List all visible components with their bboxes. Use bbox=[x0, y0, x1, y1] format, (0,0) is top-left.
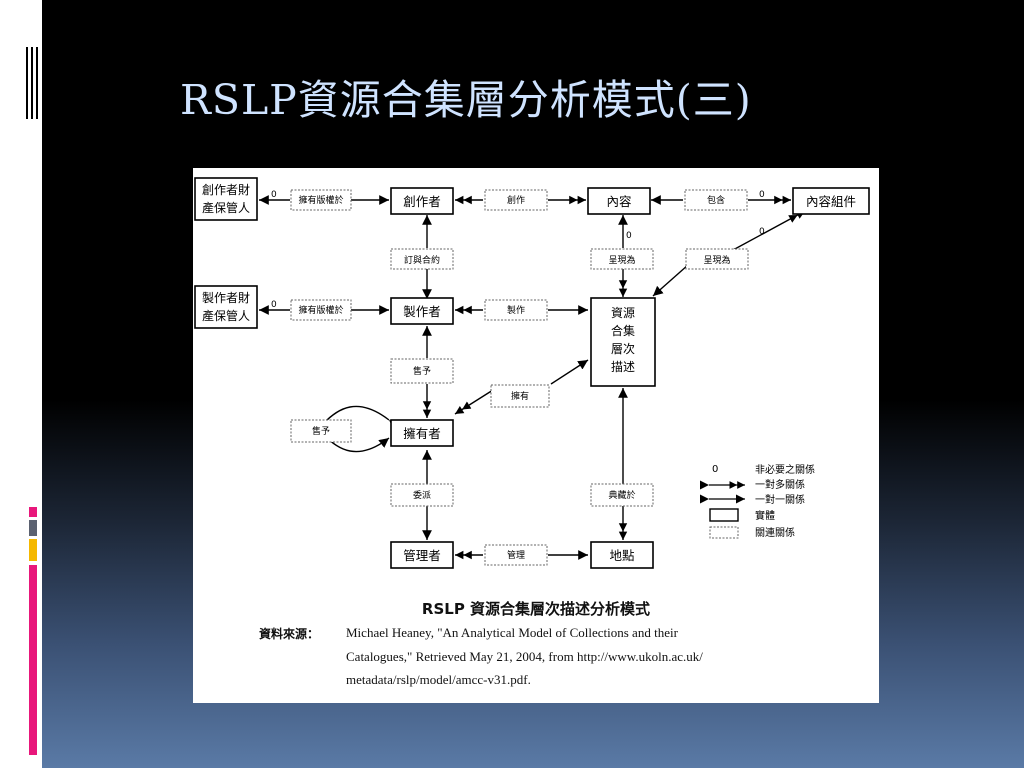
zero-marker: 0 bbox=[271, 300, 277, 310]
entity-producer-property-manager: 製作者財產保管人 bbox=[201, 291, 250, 323]
legend-relation: 關連關係 bbox=[755, 526, 795, 539]
entity-content: 內容 bbox=[606, 194, 631, 209]
legend-one-to-many: 一對多關係 bbox=[755, 478, 805, 491]
deco-bars-top bbox=[26, 47, 40, 119]
entity-owner: 擁有者 bbox=[403, 426, 441, 441]
deco-bar-pink-small bbox=[29, 507, 37, 517]
entity-resource-description: 資源合集層次描述 bbox=[610, 306, 635, 374]
zero-marker: 0 bbox=[626, 231, 632, 241]
relation-delegate: 委派 bbox=[413, 489, 431, 501]
legend-zero-symbol: 0 bbox=[712, 464, 718, 475]
relation-copyright-holder-2: 擁有版權於 bbox=[298, 304, 343, 316]
relation-own: 擁有 bbox=[511, 390, 529, 402]
relation-sell-2: 售予 bbox=[312, 425, 330, 437]
relation-presented-as-1: 呈現為 bbox=[608, 254, 635, 266]
source-line-3: metadata/rslp/model/amcc-v31.pdf. bbox=[346, 672, 531, 687]
legend-optional: 非必要之關係 bbox=[755, 463, 815, 476]
legend-entity: 實體 bbox=[755, 509, 775, 522]
deco-bar-pink-long bbox=[29, 565, 37, 755]
entity-producer: 製作者 bbox=[403, 304, 441, 319]
relation-produce: 製作 bbox=[507, 304, 525, 316]
zero-marker: 0 bbox=[759, 227, 765, 237]
source-line-1: Michael Heaney, "An Analytical Model of … bbox=[346, 625, 678, 640]
entity-creator-property-manager: 創作者財產保管人 bbox=[201, 183, 250, 215]
zero-marker: 0 bbox=[271, 190, 277, 200]
entity-manager: 管理者 bbox=[403, 548, 441, 563]
relation-copyright-holder-1: 擁有版權於 bbox=[298, 194, 343, 206]
relation-held-at: 典藏於 bbox=[608, 489, 635, 501]
diagram-figure: 0 0 0 0 0 bbox=[193, 168, 879, 703]
relation-contract: 訂與合約 bbox=[404, 254, 440, 266]
legend: 0 非必要之關係 一對多關係 一對一關係 實體 關連關係 bbox=[699, 463, 815, 539]
relation-contains: 包含 bbox=[707, 194, 725, 206]
entity-creator: 創作者 bbox=[403, 194, 441, 209]
source-label: 資料來源： bbox=[259, 627, 320, 641]
deco-bar-yellow bbox=[29, 539, 37, 561]
figure-caption: RSLP 資源合集層次描述分析模式 bbox=[421, 600, 651, 618]
slide-title: RSLP資源合集層分析模式(三) bbox=[180, 76, 752, 124]
relation-presented-as-2: 呈現為 bbox=[703, 254, 730, 266]
source-line-2: Catalogues," Retrieved May 21, 2004, fro… bbox=[346, 649, 703, 664]
entity-content-component: 內容組件 bbox=[806, 194, 856, 209]
deco-bar-grey bbox=[29, 520, 37, 536]
entity-location: 地點 bbox=[609, 548, 634, 563]
relation-sell-1: 售予 bbox=[413, 365, 431, 377]
relation-manage: 管理 bbox=[507, 549, 525, 561]
legend-one-to-one: 一對一關係 bbox=[755, 493, 805, 506]
zero-marker: 0 bbox=[759, 190, 765, 200]
relation-create: 創作 bbox=[507, 194, 525, 206]
